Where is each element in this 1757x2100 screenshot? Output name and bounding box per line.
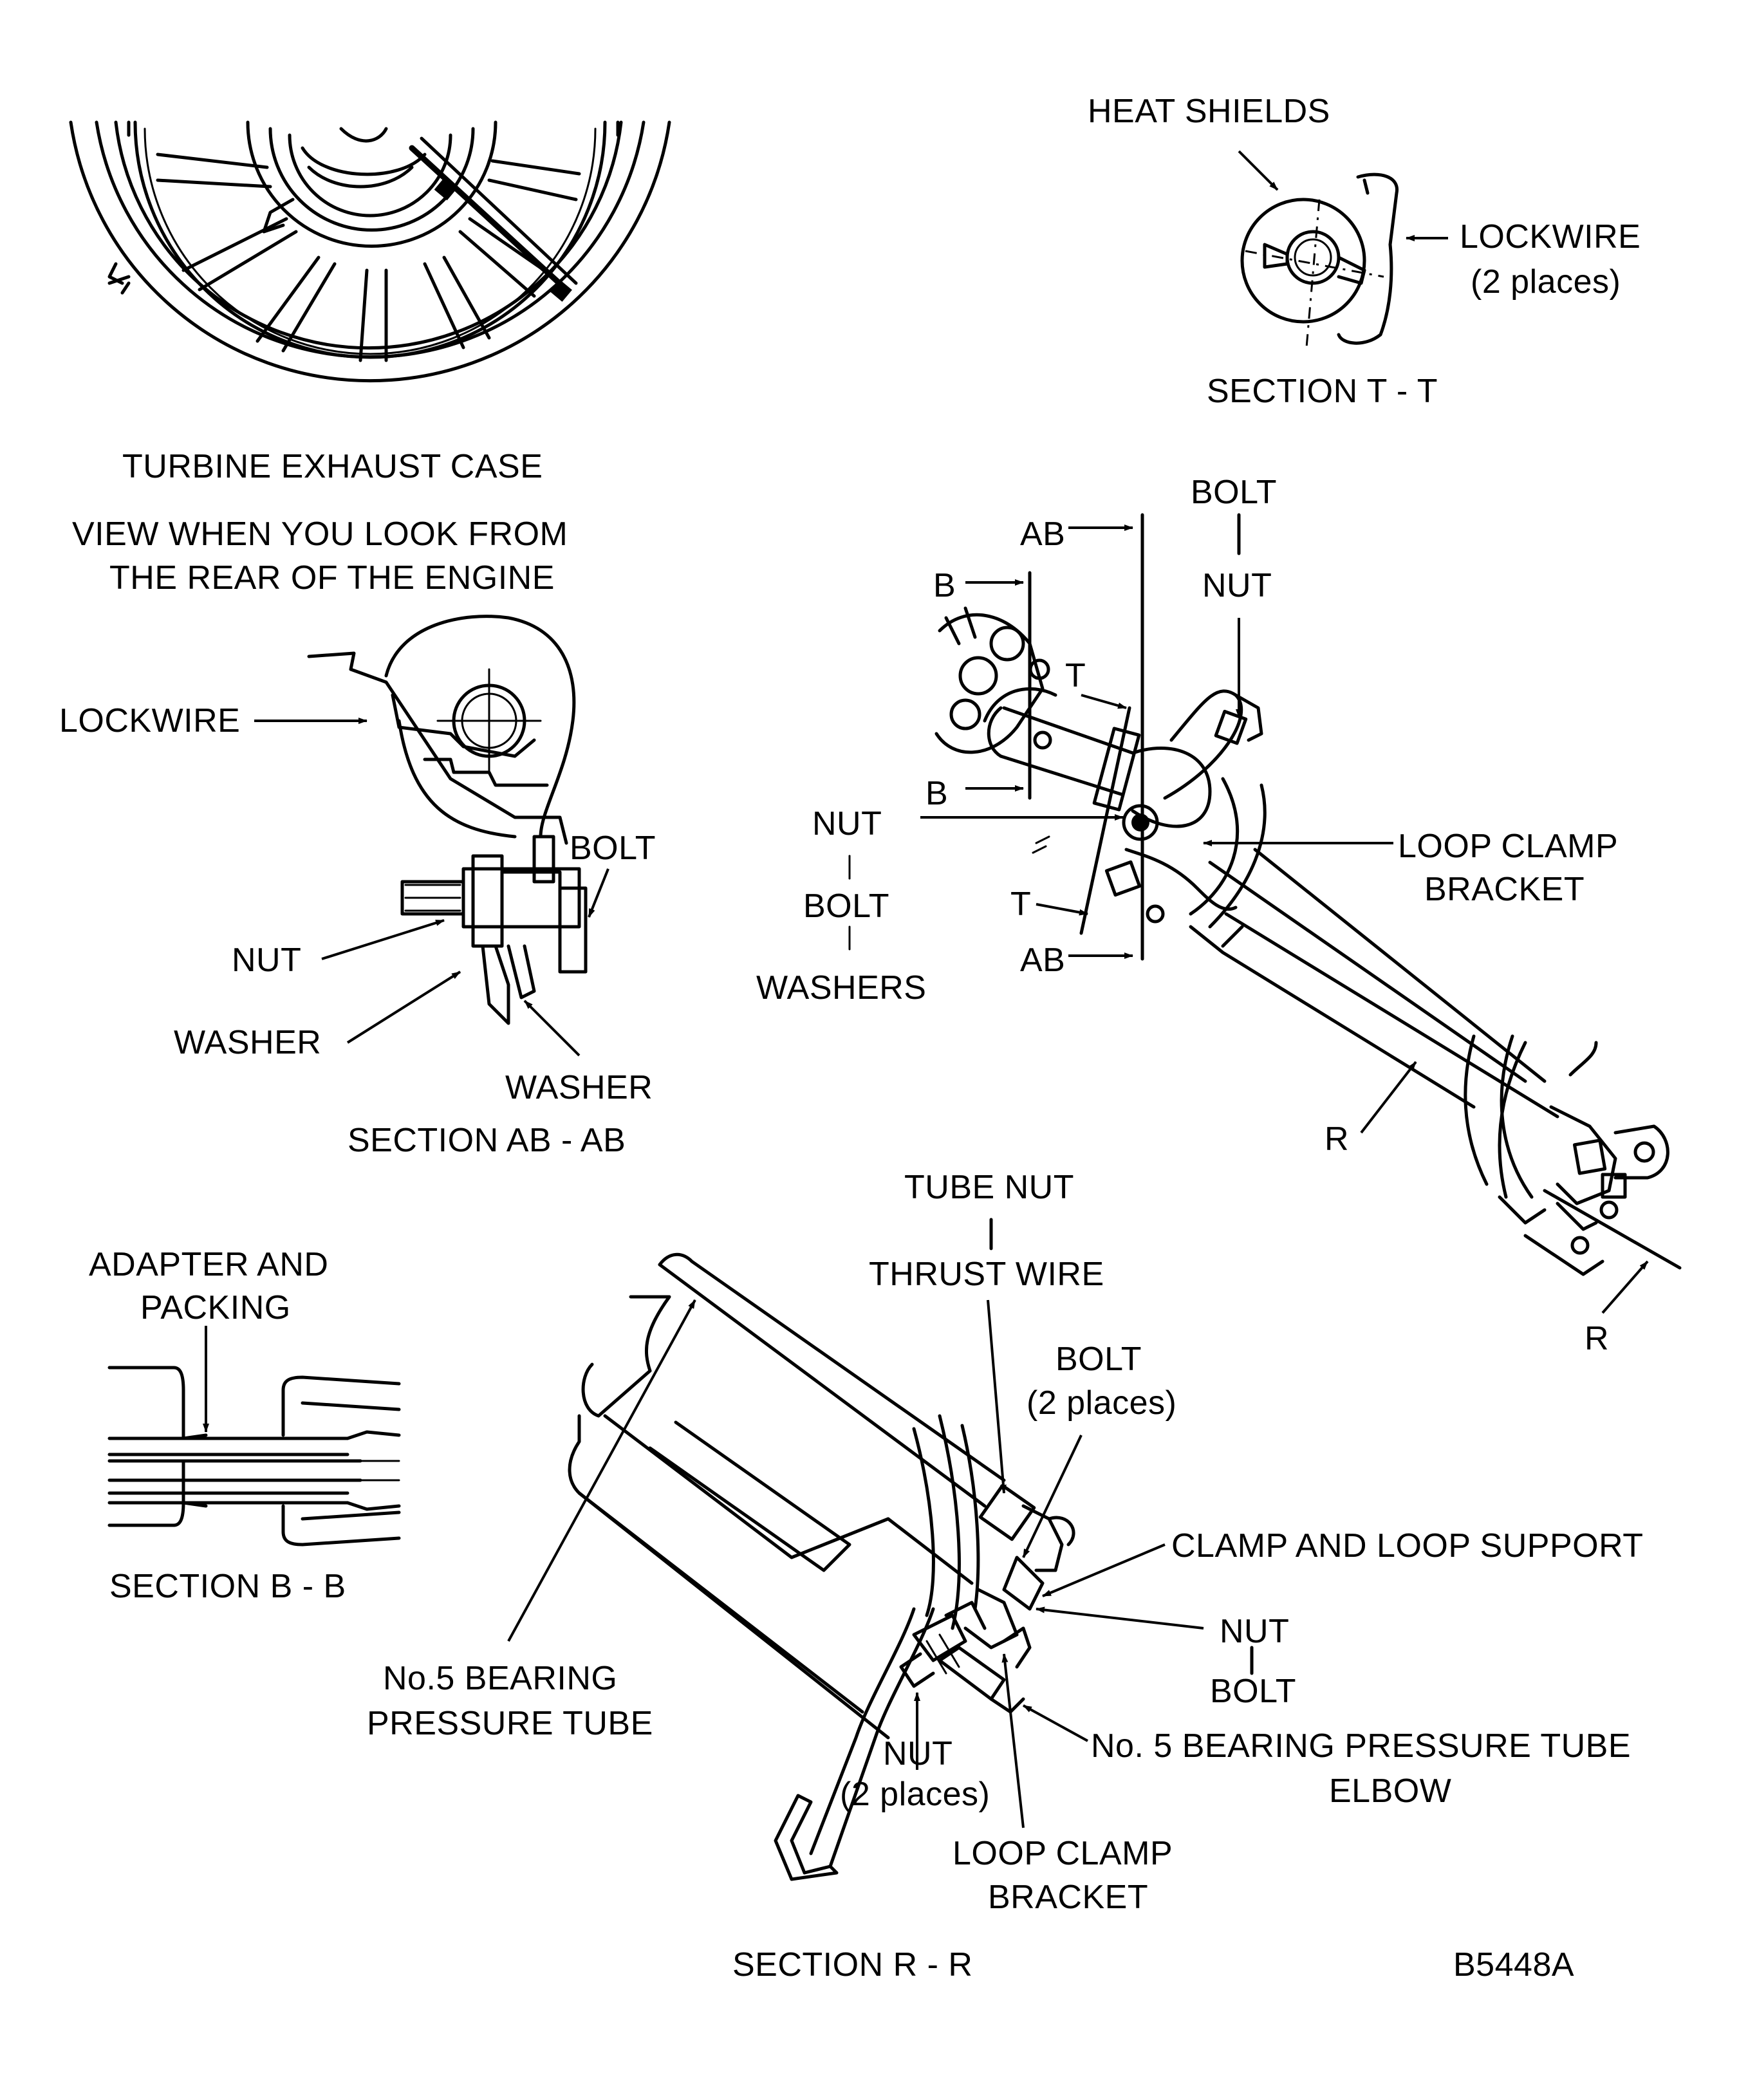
r-cut-bottom-label: R <box>1585 1320 1610 1357</box>
section-bb-drawing <box>107 1326 401 1547</box>
b-cut-top-label: B <box>933 567 956 604</box>
b-cut-bottom-label: B <box>925 775 949 812</box>
t-cut-bottom-label: T <box>1010 886 1032 923</box>
nut-ab-label: NUT <box>232 942 302 979</box>
tube-nut-label: TUBE NUT <box>904 1169 1074 1206</box>
bolt-rr-label: BOLT <box>1055 1341 1142 1378</box>
washer-ab-left-label: WASHER <box>174 1024 322 1061</box>
elbow-label-2: ELBOW <box>1329 1772 1452 1810</box>
t-cut-top-label: T <box>1065 657 1086 694</box>
pressure-tube-label-2: PRESSURE TUBE <box>367 1705 653 1742</box>
lockwire-ab-label: LOCKWIRE <box>59 702 241 739</box>
stack-separators <box>848 855 1253 1675</box>
bolt-stack-label: BOLT <box>803 887 889 925</box>
adapter-packing-label-2: PACKING <box>140 1289 291 1326</box>
bolt-main-label: BOLT <box>1191 474 1277 511</box>
nut-stack-label: NUT <box>812 805 882 842</box>
turbine-exhaust-case-drawing <box>69 120 671 383</box>
nut-main-label: NUT <box>1202 567 1272 604</box>
elbow-label-1: No. 5 BEARING PRESSURE TUBE <box>1091 1727 1631 1765</box>
clamp-loop-support-label: CLAMP AND LOOP SUPPORT <box>1171 1527 1644 1565</box>
washer-ab-right-label: WASHER <box>505 1069 653 1106</box>
r-cut-mid-label: R <box>1325 1120 1350 1158</box>
thrust-wire-label: THRUST WIRE <box>869 1256 1104 1293</box>
lockwire-tt-label: LOCKWIRE <box>1460 218 1641 256</box>
loop-clamp-main-label-2: BRACKET <box>1424 871 1585 908</box>
washers-stack-label: WASHERS <box>756 969 927 1007</box>
lockwire-tt-places: (2 places) <box>1471 263 1621 301</box>
nut-rr-right-label: NUT <box>1220 1613 1290 1650</box>
exhaust-case-title: TURBINE EXHAUST CASE <box>122 448 543 485</box>
exhaust-case-subtitle-1: VIEW WHEN YOU LOOK FROM <box>72 516 568 553</box>
bolt-ab-label: BOLT <box>570 830 656 867</box>
section-tt-title: SECTION T - T <box>1207 373 1438 410</box>
section-abab-drawing <box>254 615 609 1057</box>
ab-cut-top-label: AB <box>1020 516 1066 553</box>
loop-clamp-rr-label-2: BRACKET <box>988 1879 1149 1916</box>
nut-rr-bottom-label: NUT <box>883 1735 953 1772</box>
nut-rr-bottom-places: (2 places) <box>840 1776 990 1813</box>
bolt-rr-right-label: BOLT <box>1210 1673 1296 1710</box>
pressure-tube-label-1: No.5 BEARING <box>383 1660 618 1697</box>
section-bb-title: SECTION B - B <box>109 1568 346 1605</box>
figure-id: B5448A <box>1453 1946 1575 1984</box>
loop-clamp-rr-label-1: LOOP CLAMP <box>953 1835 1173 1872</box>
section-rr-title: SECTION R - R <box>732 1946 973 1984</box>
ab-cut-bottom-label: AB <box>1020 942 1066 979</box>
section-abab-title: SECTION AB - AB <box>348 1122 626 1159</box>
exhaust-case-subtitle-2: THE REAR OF THE ENGINE <box>109 559 555 597</box>
heat-shields-label: HEAT SHIELDS <box>1088 93 1330 130</box>
section-tt-drawing <box>1238 150 1448 348</box>
loop-clamp-main-label-1: LOOP CLAMP <box>1398 828 1619 865</box>
bolt-rr-places: (2 places) <box>1027 1384 1177 1422</box>
adapter-packing-label-1: ADAPTER AND <box>89 1246 329 1283</box>
